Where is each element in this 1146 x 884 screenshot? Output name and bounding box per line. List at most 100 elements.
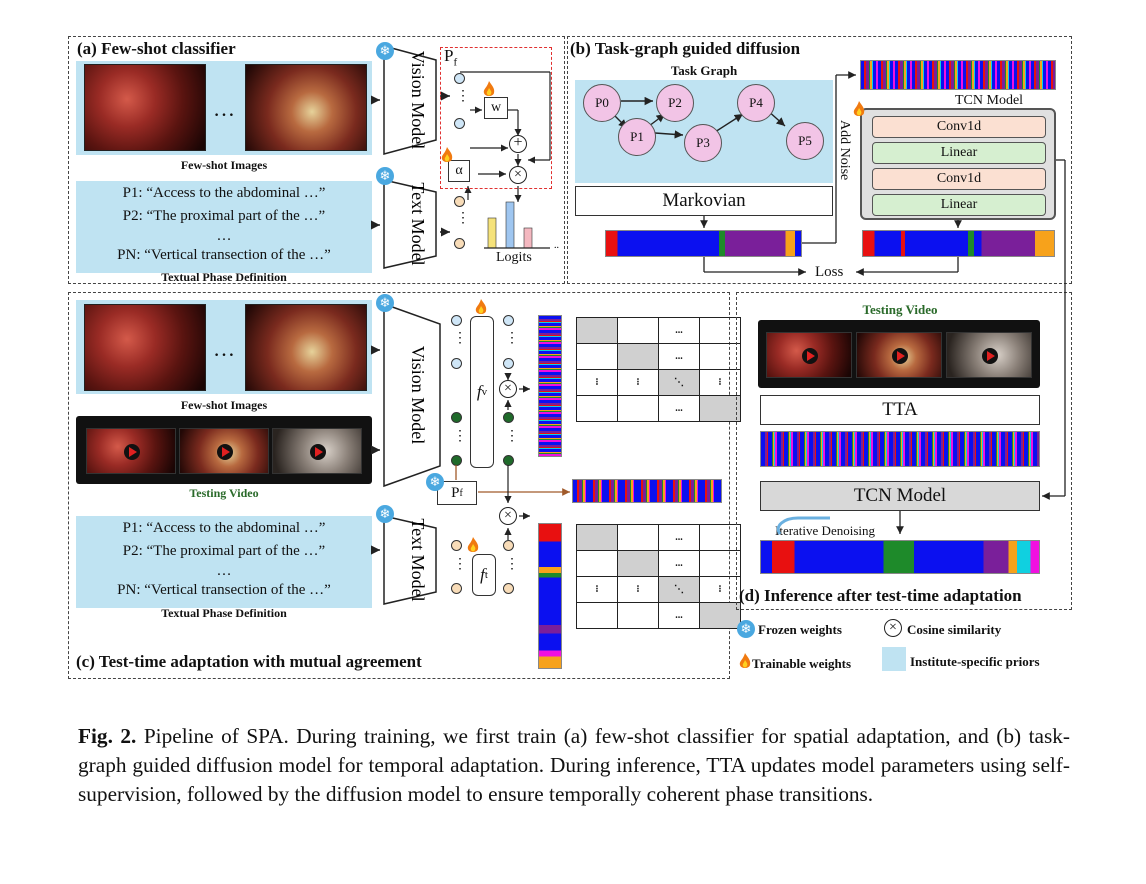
textual-phase-definition-label: Textual Phase Definition (161, 606, 287, 620)
markovian-box: Markovian (575, 186, 833, 216)
text-feature-node (451, 583, 462, 594)
caption-text: Pipeline of SPA. During training, we fir… (78, 724, 1070, 806)
vdots: ⋮ (505, 557, 519, 572)
testing-video-film (76, 416, 372, 484)
text-embedding-node (454, 238, 465, 249)
feature-node (503, 315, 514, 326)
add-operator: + (509, 135, 527, 153)
video-frame (856, 332, 942, 378)
tcn-label: TCN Model (955, 93, 1024, 108)
vision-model-block: Vision Model (383, 45, 437, 155)
panel-c-definitions-bg (76, 516, 372, 608)
play-icon (124, 444, 140, 460)
definition-ellipsis: … (216, 563, 232, 579)
add-noise-label: Add Noise (837, 120, 852, 181)
vision-similarity-matrix: ... ... ⁝⁝⋱⁝ ... (576, 317, 741, 422)
prototype-node (454, 118, 465, 129)
vdots: ⋮ (456, 211, 470, 226)
video-frame (766, 332, 852, 378)
definition-p2: P2: “The proximal part of the …” (122, 208, 326, 224)
task-node-p5: P5 (786, 122, 824, 160)
linear-layer: Linear (872, 194, 1046, 216)
panel-a-title: (a) Few-shot classifier (77, 39, 236, 58)
panel-d-title: (d) Inference after test-time adaptation (739, 586, 1022, 605)
task-node-p4: P4 (737, 84, 775, 122)
panel-d-arrows (776, 159, 1066, 535)
few-shot-image-1 (84, 64, 206, 151)
play-icon (982, 348, 998, 364)
textual-phase-definition-label: Textual Phase Definition (161, 270, 287, 284)
vision-model-label: Vision Model (408, 51, 428, 149)
w-weight-box: w (484, 97, 508, 119)
fire-icon (482, 80, 496, 98)
feature-node (503, 358, 514, 369)
snowflake-icon: ❄ (426, 473, 444, 491)
testing-video-label: Testing Video (189, 486, 259, 500)
prototype-node (454, 73, 465, 84)
legend-cosine: Cosine similarity (907, 622, 1002, 637)
conv1d-layer: Conv1d (872, 168, 1046, 190)
definition-ellipsis: … (216, 228, 232, 244)
panel-b-arrows (700, 71, 962, 276)
text-feature-node (503, 583, 514, 594)
play-icon (310, 444, 326, 460)
definition-p1: P1: “Access to the abdominal …” (122, 520, 326, 536)
pf-label: Pf (444, 46, 458, 69)
denoised-sequence (862, 230, 1055, 257)
cosine-operator: × (499, 380, 517, 398)
priors-swatch (882, 647, 906, 671)
play-icon (802, 348, 818, 364)
logit-bar (523, 227, 533, 249)
fire-icon (474, 298, 488, 316)
text-similarity-matrix: ... ... ⁝⁝⋱⁝ ... (576, 524, 741, 629)
ellipsis: … (213, 336, 235, 361)
testing-video-label: Testing Video (862, 302, 938, 317)
classifier-box (440, 47, 552, 189)
pseudo-label-sequence (572, 479, 722, 503)
vdots: ⋮ (453, 429, 467, 444)
ellipsis: … (213, 96, 235, 121)
task-node-p0: P0 (583, 84, 621, 122)
definition-pn: PN: “Vertical transection of the …” (117, 247, 331, 263)
task-node-p3: P3 (684, 124, 722, 162)
final-prediction-sequence (760, 540, 1040, 574)
logits-chart: .. (484, 201, 559, 251)
video-frame (946, 332, 1032, 378)
cosine-icon: × (884, 619, 902, 637)
video-frame (272, 428, 362, 474)
definition-p1: P1: “Access to the abdominal …” (122, 185, 326, 201)
text-model-block: Text Model (383, 515, 437, 605)
panel-c (68, 292, 730, 679)
tcn-model-box: TCN Model (760, 481, 1040, 511)
text-prediction-sequence (538, 523, 562, 669)
svg-text:..: .. (554, 240, 559, 251)
cosine-operator: × (509, 166, 527, 184)
snowflake-icon: ❄ (376, 167, 394, 185)
vdots: ⋮ (505, 331, 519, 346)
noisy-sequence (860, 60, 1056, 90)
legend-frozen: Frozen weights (758, 622, 842, 637)
logit-bar (505, 201, 515, 249)
logits-label: Logits (496, 250, 532, 265)
definition-p2: P2: “The proximal part of the …” (122, 543, 326, 559)
text-feature-node (503, 540, 514, 551)
vdots: ⋮ (453, 331, 467, 346)
snowflake-icon: ❄ (737, 620, 755, 638)
text-model-label: Text Model (408, 518, 428, 601)
legend-trainable: Trainable weights (752, 656, 852, 671)
figure-caption: Fig. 2. Pipeline of SPA. During training… (78, 722, 1070, 809)
few-shot-images-label: Few-shot Images (180, 158, 268, 172)
feature-node (451, 315, 462, 326)
conv1d-layer: Conv1d (872, 116, 1046, 138)
video-feature-node (503, 412, 514, 423)
snowflake-icon: ❄ (376, 42, 394, 60)
panel-a-arrows (371, 71, 551, 237)
markovian-sequence (605, 230, 802, 257)
play-icon (892, 348, 908, 364)
few-shot-image-2 (245, 64, 367, 151)
few-shot-image-2 (245, 304, 367, 391)
task-graph-label: Task Graph (670, 63, 738, 78)
vision-model-label: Vision Model (408, 346, 428, 444)
